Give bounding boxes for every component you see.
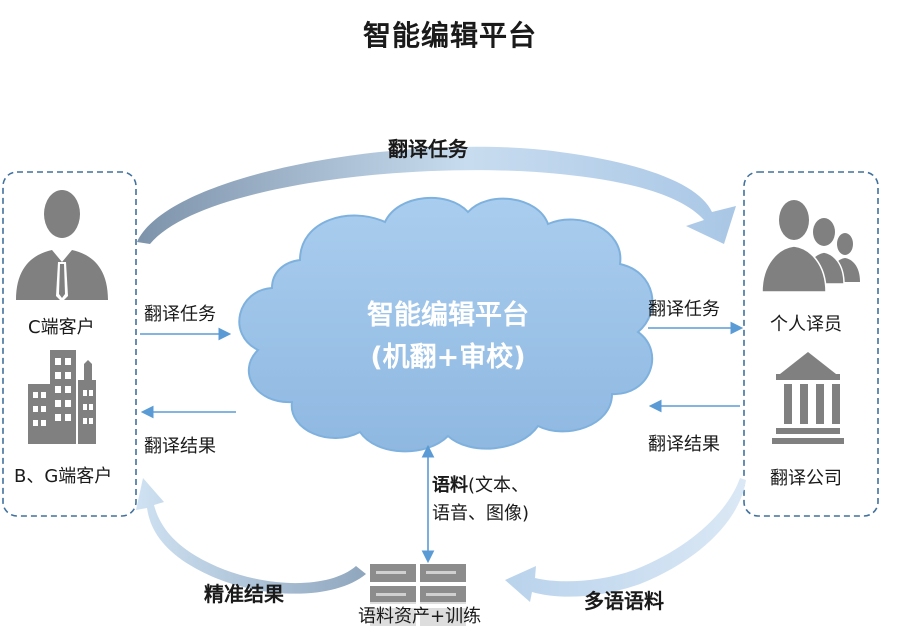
- left-client-group: [2, 171, 137, 517]
- institution-icon: [772, 352, 844, 444]
- corpus-label-line1: (文本、: [468, 475, 530, 496]
- left-task-label: 翻译任务: [144, 304, 216, 325]
- corpus-label: 语料(文本、 语音、图像): [432, 472, 529, 528]
- bottom-right-arc-arrow: [505, 478, 746, 602]
- bottom-left-arc-arrow: [136, 478, 366, 594]
- bottom-right-label: 多语语料: [584, 589, 664, 613]
- right-task-label: 翻译任务: [648, 299, 720, 320]
- right-result-label: 翻译结果: [648, 434, 720, 455]
- corpus-label-bold: 语料: [432, 475, 468, 496]
- cloud-subtitle: (机翻+审校): [370, 342, 526, 373]
- right-translator-group: [743, 171, 879, 517]
- bottom-left-label: 精准结果: [204, 582, 284, 606]
- bg-client-label: B、G端客户: [14, 466, 113, 487]
- corpus-label-line2: 语音、图像): [432, 503, 530, 524]
- left-result-label: 翻译结果: [144, 436, 216, 457]
- buildings-icon: [28, 350, 96, 444]
- cloud-title: 智能编辑平台: [367, 300, 529, 331]
- diagram-title: 智能编辑平台: [362, 19, 537, 52]
- group-silhouette-icon: [761, 200, 860, 293]
- individual-translator-label: 个人译员: [770, 314, 842, 335]
- translation-company-label: 翻译公司: [770, 468, 842, 489]
- top-arc-label: 翻译任务: [388, 137, 468, 161]
- platform-cloud: [238, 196, 654, 453]
- server-label: 语料资产+训练: [358, 602, 482, 628]
- c-client-label: C端客户: [28, 317, 95, 338]
- top-arc-arrow: [137, 146, 736, 244]
- person-silhouette-icon: [16, 190, 108, 302]
